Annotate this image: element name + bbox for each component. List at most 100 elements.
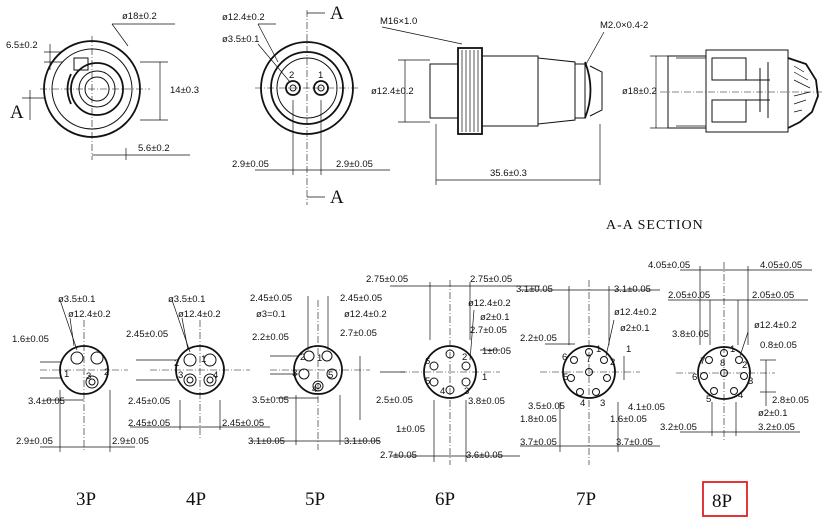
pin-view-8p xyxy=(668,262,812,440)
front-view: ø18±0.2 6.5±0.2 14±0.3 5.6±0.2 A xyxy=(6,11,199,160)
socket-hole-label: ø3.5±0.1 xyxy=(222,34,259,45)
p8-dimension-label: ø2±0.1 xyxy=(758,408,788,419)
p7-dimension-label: 3.7±0.05 xyxy=(520,437,557,448)
label-5p: 5P xyxy=(305,489,325,510)
front-height-label: 14±0.3 xyxy=(170,85,199,96)
p4-dimension-label: ø3.5±0.1 xyxy=(168,294,205,305)
p8-dimension-label: ø12.4±0.2 xyxy=(754,320,797,331)
p5-dimension-label: ø3=0.1 xyxy=(256,309,286,320)
p4-dimension-label: 2.45±0.05 xyxy=(128,418,170,429)
socket-pitch-left: 2.9±0.05 xyxy=(232,159,269,170)
p5-pin-number: 3 xyxy=(292,368,297,379)
p6-pin-number: 5 xyxy=(425,376,430,387)
p5-pin-number: 4 xyxy=(312,384,317,395)
p6-dimension-label: 3.6±0.05 xyxy=(466,450,503,461)
p3-dimension-label: 3.4±0.05 xyxy=(28,396,65,407)
p4-dimension-label: ø12.4±0.2 xyxy=(178,309,221,320)
section-dia-label: ø18±0.2 xyxy=(622,86,657,97)
section-mark-top: A xyxy=(330,3,344,24)
p4-pin-number: 3 xyxy=(178,370,183,381)
p7-dimension-label: 1.8±0.05 xyxy=(520,414,557,425)
p8-dimension-label: 4.05±0.05 xyxy=(648,260,690,271)
p7-pin-number: 6 xyxy=(562,352,567,363)
pin-view-7p xyxy=(520,280,660,465)
label-4p: 4P xyxy=(186,489,206,510)
highlight-8p-box xyxy=(702,481,748,517)
p6-dimension-label: 2.75±0.05 xyxy=(470,274,512,285)
p7-dimension-label: 3.1±0.05 xyxy=(516,284,553,295)
p4-dimension-label: 2.45±0.05 xyxy=(126,329,168,340)
label-8p: 8P xyxy=(712,491,732,512)
p5-dimension-label: ø12.4±0.2 xyxy=(344,309,387,320)
p8-dimension-label: 0.8±0.05 xyxy=(760,340,797,351)
socket-view: ø12.4±0.2 ø3.5±0.1 2 1 2.9±0.05 2.9±0.05… xyxy=(222,3,390,208)
p8-dimension-label: 3.2±0.05 xyxy=(660,422,697,433)
p5-dimension-label: 3.5±0.05 xyxy=(252,395,289,406)
p6-dimension-label: 2.75±0.05 xyxy=(366,274,408,285)
p7-dimension-label: 3.7±0.05 xyxy=(616,437,653,448)
p3-dimension-label: 2.9±0.05 xyxy=(16,436,53,447)
p3-pin-number: 2 xyxy=(104,367,109,378)
p5-dimension-label: 3.1±0.05 xyxy=(344,436,381,447)
p7-dimension-label: ø2±0.1 xyxy=(620,323,650,334)
p6-dimension-label: 1±0.05 xyxy=(482,346,511,357)
p4-pin-number: 2 xyxy=(174,358,179,369)
p7-dimension-label: 4.1±0.05 xyxy=(628,402,665,413)
socket-pin-2: 2 xyxy=(289,70,294,81)
p4-pin-number: 1 xyxy=(201,354,206,365)
p8-pin-number: 7 xyxy=(700,356,705,367)
front-key-label: 5.6±0.2 xyxy=(138,143,170,154)
p7-pin-number: 7 xyxy=(586,354,591,365)
p3-pin-number: 1 xyxy=(64,369,69,380)
socket-outer-label: ø12.4±0.2 xyxy=(222,12,265,23)
label-7p: 7P xyxy=(576,489,596,510)
p8-dimension-label: 2.05±0.05 xyxy=(668,290,710,301)
side-thread-label: M16×1.0 xyxy=(380,16,417,27)
pin-view-6p xyxy=(380,280,540,465)
p7-dimension-label: ø12.4±0.2 xyxy=(614,307,657,318)
p3-dimension-label: 2.9±0.05 xyxy=(112,436,149,447)
p7-dimension-label: 3.5±0.05 xyxy=(528,401,565,412)
p6-dimension-label: 1±0.05 xyxy=(396,424,425,435)
p8-pin-number: 5 xyxy=(706,394,711,405)
label-3p: 3P xyxy=(76,489,96,510)
p8-dimension-label: 4.05±0.05 xyxy=(760,260,802,271)
p7-dimension-label: 2.2±0.05 xyxy=(520,333,557,344)
connector-labels: 3P 4P 5P 6P 7P 8P xyxy=(76,481,748,517)
p6-dimension-label: 3.8±0.05 xyxy=(468,396,505,407)
p5-dimension-label: 3.1±0.05 xyxy=(248,436,285,447)
section-mark-bottom: A xyxy=(330,187,344,208)
p8-dimension-label: 2.05±0.05 xyxy=(752,290,794,301)
p6-dimension-label: 2.5±0.05 xyxy=(376,395,413,406)
p8-pin-number: 2 xyxy=(742,360,747,371)
p7-dimension-label: 3.1±0.05 xyxy=(614,284,651,295)
front-offset-label: 6.5±0.2 xyxy=(6,40,38,51)
p4-dimension-label: 2.45±0.05 xyxy=(128,396,170,407)
socket-pitch-right: 2.9±0.05 xyxy=(336,159,373,170)
section-view: ø18±0.2 A-A SECTION xyxy=(606,49,822,233)
p3-dimension-label: 1.6±0.05 xyxy=(12,334,49,345)
p6-pin-number: 4 xyxy=(440,386,445,397)
p6-pin-number: 3 xyxy=(464,386,469,397)
p8-pin-number: 6 xyxy=(692,372,697,383)
p5-dimension-label: 2.45±0.05 xyxy=(250,293,292,304)
side-nut-thread-label: M2.0×0.4-2 xyxy=(600,20,648,31)
p8-pin-number: 4 xyxy=(738,390,743,401)
p6-pin-number: 6 xyxy=(425,356,430,367)
p3-dimension-label: ø12.4±0.2 xyxy=(68,309,111,320)
p7-pin-number: 2 xyxy=(610,357,615,368)
p7-pin-number: 5 xyxy=(563,372,568,383)
p8-dimension-label: 2.8±0.05 xyxy=(772,395,809,406)
side-view: M16×1.0 M2.0×0.4-2 ø12.4±0.2 35.6±0.3 xyxy=(371,16,648,185)
label-6p: 6P xyxy=(435,489,455,510)
p5-pin-number: 2 xyxy=(300,352,305,363)
section-title: A-A SECTION xyxy=(606,218,704,233)
pin-view-5p xyxy=(250,296,380,450)
p6-dimension-label: 2.7±0.05 xyxy=(380,450,417,461)
pin-view-dimensions: ø3.5±0.1 ø12.4±0.2 1.6±0.05 3.4±0.05 2.9±0.0… xyxy=(12,260,809,461)
p4-dimension-label: 2.45±0.05 xyxy=(222,418,264,429)
p5-pin-number: 1 xyxy=(317,353,322,364)
p3-pin-number: 3 xyxy=(86,371,91,382)
p7-dimension-label: 1 xyxy=(626,344,631,355)
p5-dimension-label: 2.2±0.05 xyxy=(252,332,289,343)
